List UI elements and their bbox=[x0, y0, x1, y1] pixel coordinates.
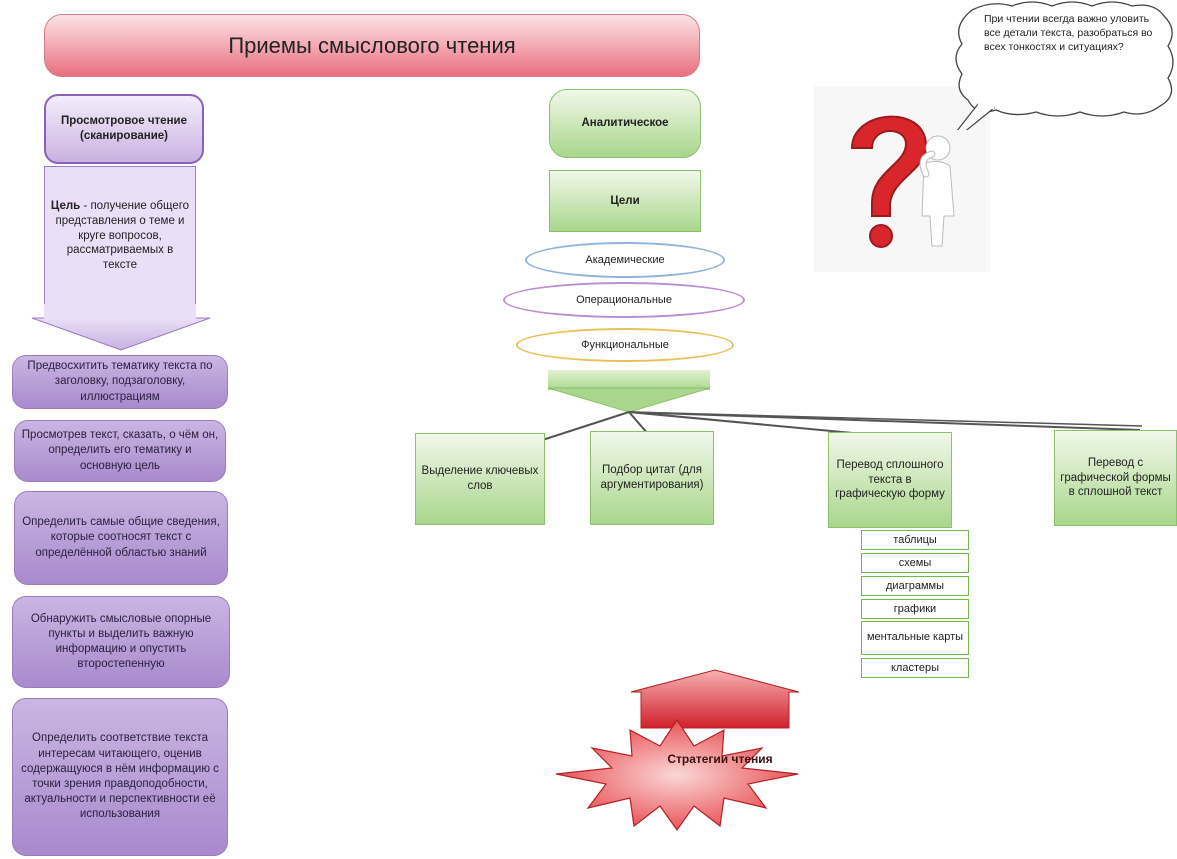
skimming-header-text: Просмотровое чтение (сканирование) bbox=[61, 115, 187, 142]
skimming-down-arrow bbox=[31, 304, 211, 351]
diagram-title-text: Приемы смыслового чтения bbox=[228, 32, 516, 58]
skimming-goal-text: - получение общего представления о теме … bbox=[55, 200, 190, 272]
outcome-keywords: Выделение ключевых слов bbox=[415, 433, 545, 525]
skimming-step-4: Обнаружить смысловые опорные пункты и вы… bbox=[12, 596, 230, 688]
skimming-step-5-text: Определить соответствие текста интересам… bbox=[21, 732, 219, 821]
strategies-up-arrow bbox=[630, 669, 800, 729]
skimming-step-3: Определить самые общие сведения, которые… bbox=[14, 491, 228, 585]
graphic-form-item: схемы bbox=[861, 553, 969, 573]
goal-functional-text: Функциональные bbox=[581, 339, 669, 351]
goal-cloud-operational: Операциональные bbox=[503, 282, 745, 318]
analytic-header: Аналитическое bbox=[549, 89, 701, 158]
graphic-form-mind-maps: ментальные карты bbox=[866, 631, 964, 644]
outcome-quotes-text: Подбор цитат (для аргументирования) bbox=[600, 464, 704, 491]
goal-cloud-functional: Функциональные bbox=[516, 328, 734, 362]
outcome-graphic-to-text: Перевод с графической формы в сплошной т… bbox=[1054, 430, 1177, 526]
goals-box: Цели bbox=[549, 170, 701, 232]
goals-label: Цели bbox=[610, 194, 640, 207]
strategies-starburst bbox=[555, 718, 799, 832]
analytic-header-text: Аналитическое bbox=[581, 117, 669, 130]
skimming-step-1: Предвосхитить тематику текста по заголов… bbox=[12, 355, 228, 409]
skimming-header: Просмотровое чтение (сканирование) bbox=[44, 94, 204, 164]
speech-bubble-shape bbox=[955, 1, 1174, 130]
graphic-form-clusters: кластеры bbox=[890, 662, 940, 674]
goal-cloud-academic: Академические bbox=[525, 242, 725, 278]
graphic-form-graphs: графики bbox=[893, 603, 937, 615]
graphic-form-diagrams: диаграммы bbox=[886, 580, 944, 592]
outcome-graphic-to-text-text: Перевод с графической формы в сплошной т… bbox=[1060, 456, 1171, 499]
speech-bubble-text: При чтении всегда важно уловить все дета… bbox=[984, 13, 1153, 54]
goal-operational-text: Операциональные bbox=[576, 294, 672, 306]
skimming-goal-content: Цель - получение общего представления о … bbox=[49, 199, 191, 273]
graphic-form-item: таблицы bbox=[861, 530, 969, 550]
graphic-form-tables: таблицы bbox=[893, 534, 937, 546]
strategies-label: Стратегии чтения bbox=[667, 752, 773, 766]
diagram-title: Приемы смыслового чтения bbox=[44, 14, 700, 77]
outcome-quotes: Подбор цитат (для аргументирования) bbox=[590, 431, 714, 525]
skimming-step-1-text: Предвосхитить тематику текста по заголов… bbox=[27, 360, 213, 403]
skimming-step-4-text: Обнаружить смысловые опорные пункты и вы… bbox=[30, 612, 212, 671]
outcome-text-to-graphic: Перевод сплошного текста в графическую ф… bbox=[828, 432, 952, 528]
goal-academic-text: Академические bbox=[585, 254, 665, 266]
graphic-form-item: графики bbox=[861, 599, 969, 619]
skimming-goal: Цель - получение общего представления о … bbox=[44, 166, 196, 306]
skimming-step-3-text: Определить самые общие сведения, которые… bbox=[22, 516, 220, 559]
skimming-step-2-text: Просмотрев текст, сказать, о чём он, опр… bbox=[21, 429, 219, 472]
graphic-form-item: кластеры bbox=[861, 658, 969, 678]
graphic-form-schemes: схемы bbox=[898, 557, 932, 569]
skimming-goal-label: Цель bbox=[50, 200, 81, 213]
question-figure-illustration bbox=[814, 86, 990, 272]
outcome-text-to-graphic-text: Перевод сплошного текста в графическую ф… bbox=[835, 458, 945, 501]
graphic-form-item: ментальные карты bbox=[861, 621, 969, 655]
skimming-step-5: Определить соответствие текста интересам… bbox=[12, 698, 228, 856]
outcome-keywords-text: Выделение ключевых слов bbox=[421, 465, 539, 492]
skimming-step-2: Просмотрев текст, сказать, о чём он, опр… bbox=[14, 420, 226, 482]
graphic-form-item: диаграммы bbox=[861, 576, 969, 596]
